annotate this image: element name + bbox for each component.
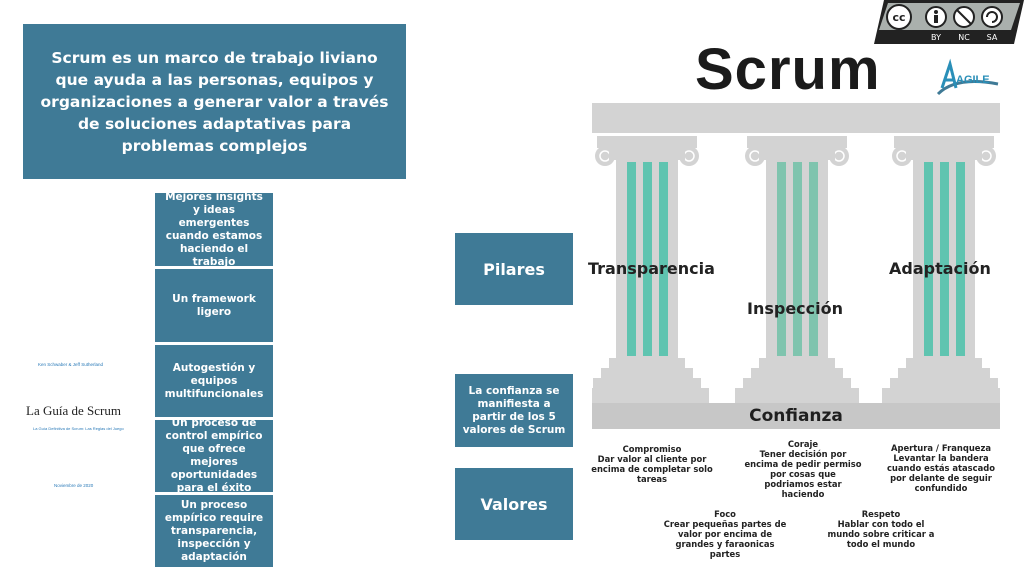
pillar-transparencia [592, 136, 709, 403]
confianza-base: Confianza [592, 403, 1000, 429]
agile-logo-text: AGILE [956, 74, 990, 86]
cc-nc-label: NC [958, 33, 970, 42]
guide-subtitle: La Guía Definitiva de Scrum: Las Reglas … [33, 426, 124, 431]
cc-sa-label: SA [987, 33, 998, 42]
feature-box-insights: Mejores insights y ideas emergentes cuan… [155, 191, 273, 268]
confianza-note: La confianza se manifiesta a partir de l… [455, 374, 573, 447]
scrum-title: Scrum [695, 37, 881, 102]
svg-text:cc: cc [892, 11, 905, 24]
pillar-label-transparencia: Transparencia [588, 259, 715, 278]
scrum-definition-box: Scrum es un marco de trabajo liviano que… [23, 24, 406, 179]
temple-roof [592, 103, 1000, 133]
cc-license-icon: cc BY NC SA [874, 0, 1024, 44]
guide-title: La Guía de Scrum [26, 403, 121, 418]
temple-diagram [592, 103, 1000, 403]
feature-box-empirical-process: Un proceso empírico require transparenci… [155, 495, 273, 567]
valores-label: Valores [455, 468, 573, 540]
pillar-label-inspeccion: Inspección [747, 299, 844, 318]
feature-box-lightweight: Un framework ligero [155, 269, 273, 342]
agile-logo-icon: AGILE [936, 58, 999, 96]
guide-date: Noviembre de 2020 [54, 483, 94, 488]
feature-box-self-management: Autogestión y equipos multifuncionales [155, 345, 273, 417]
feature-box-empirical-control: Un proceso de control empírico que ofrec… [155, 417, 273, 494]
pillar-label-adaptacion: Adaptación [889, 259, 991, 278]
pilares-label: Pilares [455, 233, 573, 305]
pillar-inspeccion [735, 136, 859, 403]
guide-authors: Ken Schwaber & Jeff Sutherland [38, 362, 103, 367]
cc-by-label: BY [931, 33, 941, 42]
pillar-adaptacion [882, 136, 1000, 403]
